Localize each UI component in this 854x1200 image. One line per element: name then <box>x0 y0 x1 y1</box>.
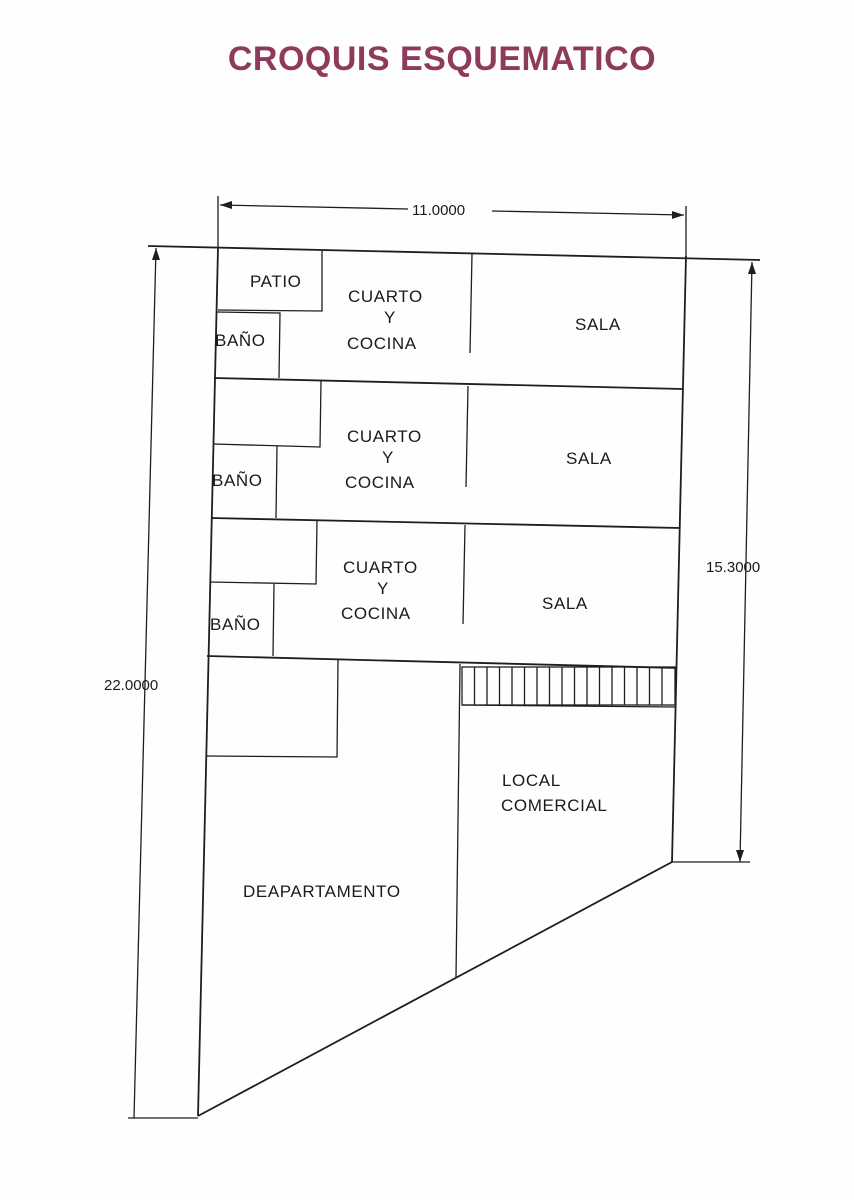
page-title: CROQUIS ESQUEMATICO <box>227 40 657 78</box>
label-y-1: Y <box>384 308 396 327</box>
stair-treads <box>473 667 663 705</box>
label-bano-3: BAÑO <box>210 615 261 634</box>
dimension-left-label: 22.0000 <box>104 677 158 694</box>
label-bano-1: BAÑO <box>215 331 266 350</box>
label-patio: PATIO <box>250 272 302 291</box>
label-y-3: Y <box>377 579 389 598</box>
label-cocina-3: COCINA <box>341 604 411 623</box>
label-departamento: DEAPARTAMENTO <box>243 882 401 901</box>
label-bano-2: BAÑO <box>212 471 263 490</box>
outer-walls <box>147 245 761 1117</box>
label-local: LOCAL <box>502 771 561 790</box>
floor-1-walls <box>215 251 473 379</box>
dimension-top: 11.0000 <box>217 196 687 258</box>
dimension-right: 15.3000 <box>672 261 760 863</box>
label-cuarto-3: CUARTO <box>343 558 418 577</box>
label-y-2: Y <box>382 448 394 467</box>
label-cocina-1: COCINA <box>347 334 417 353</box>
label-cuarto-2: CUARTO <box>347 427 422 446</box>
label-comercial: COMERCIAL <box>501 796 607 815</box>
floor-dividers <box>206 377 684 669</box>
label-sala-1: SALA <box>575 315 621 334</box>
floor-3-walls <box>209 520 466 657</box>
ground-floor-walls <box>205 659 676 978</box>
floor-2-walls <box>212 380 469 519</box>
dimension-left: 22.0000 <box>104 247 198 1119</box>
label-cocina-2: COCINA <box>345 473 415 492</box>
staircase <box>461 666 676 706</box>
dimension-right-label: 15.3000 <box>706 559 760 576</box>
label-sala-2: SALA <box>566 449 612 468</box>
label-sala-3: SALA <box>542 594 588 613</box>
dimension-top-label: 11.0000 <box>412 202 465 219</box>
label-cuarto-1: CUARTO <box>348 287 423 306</box>
